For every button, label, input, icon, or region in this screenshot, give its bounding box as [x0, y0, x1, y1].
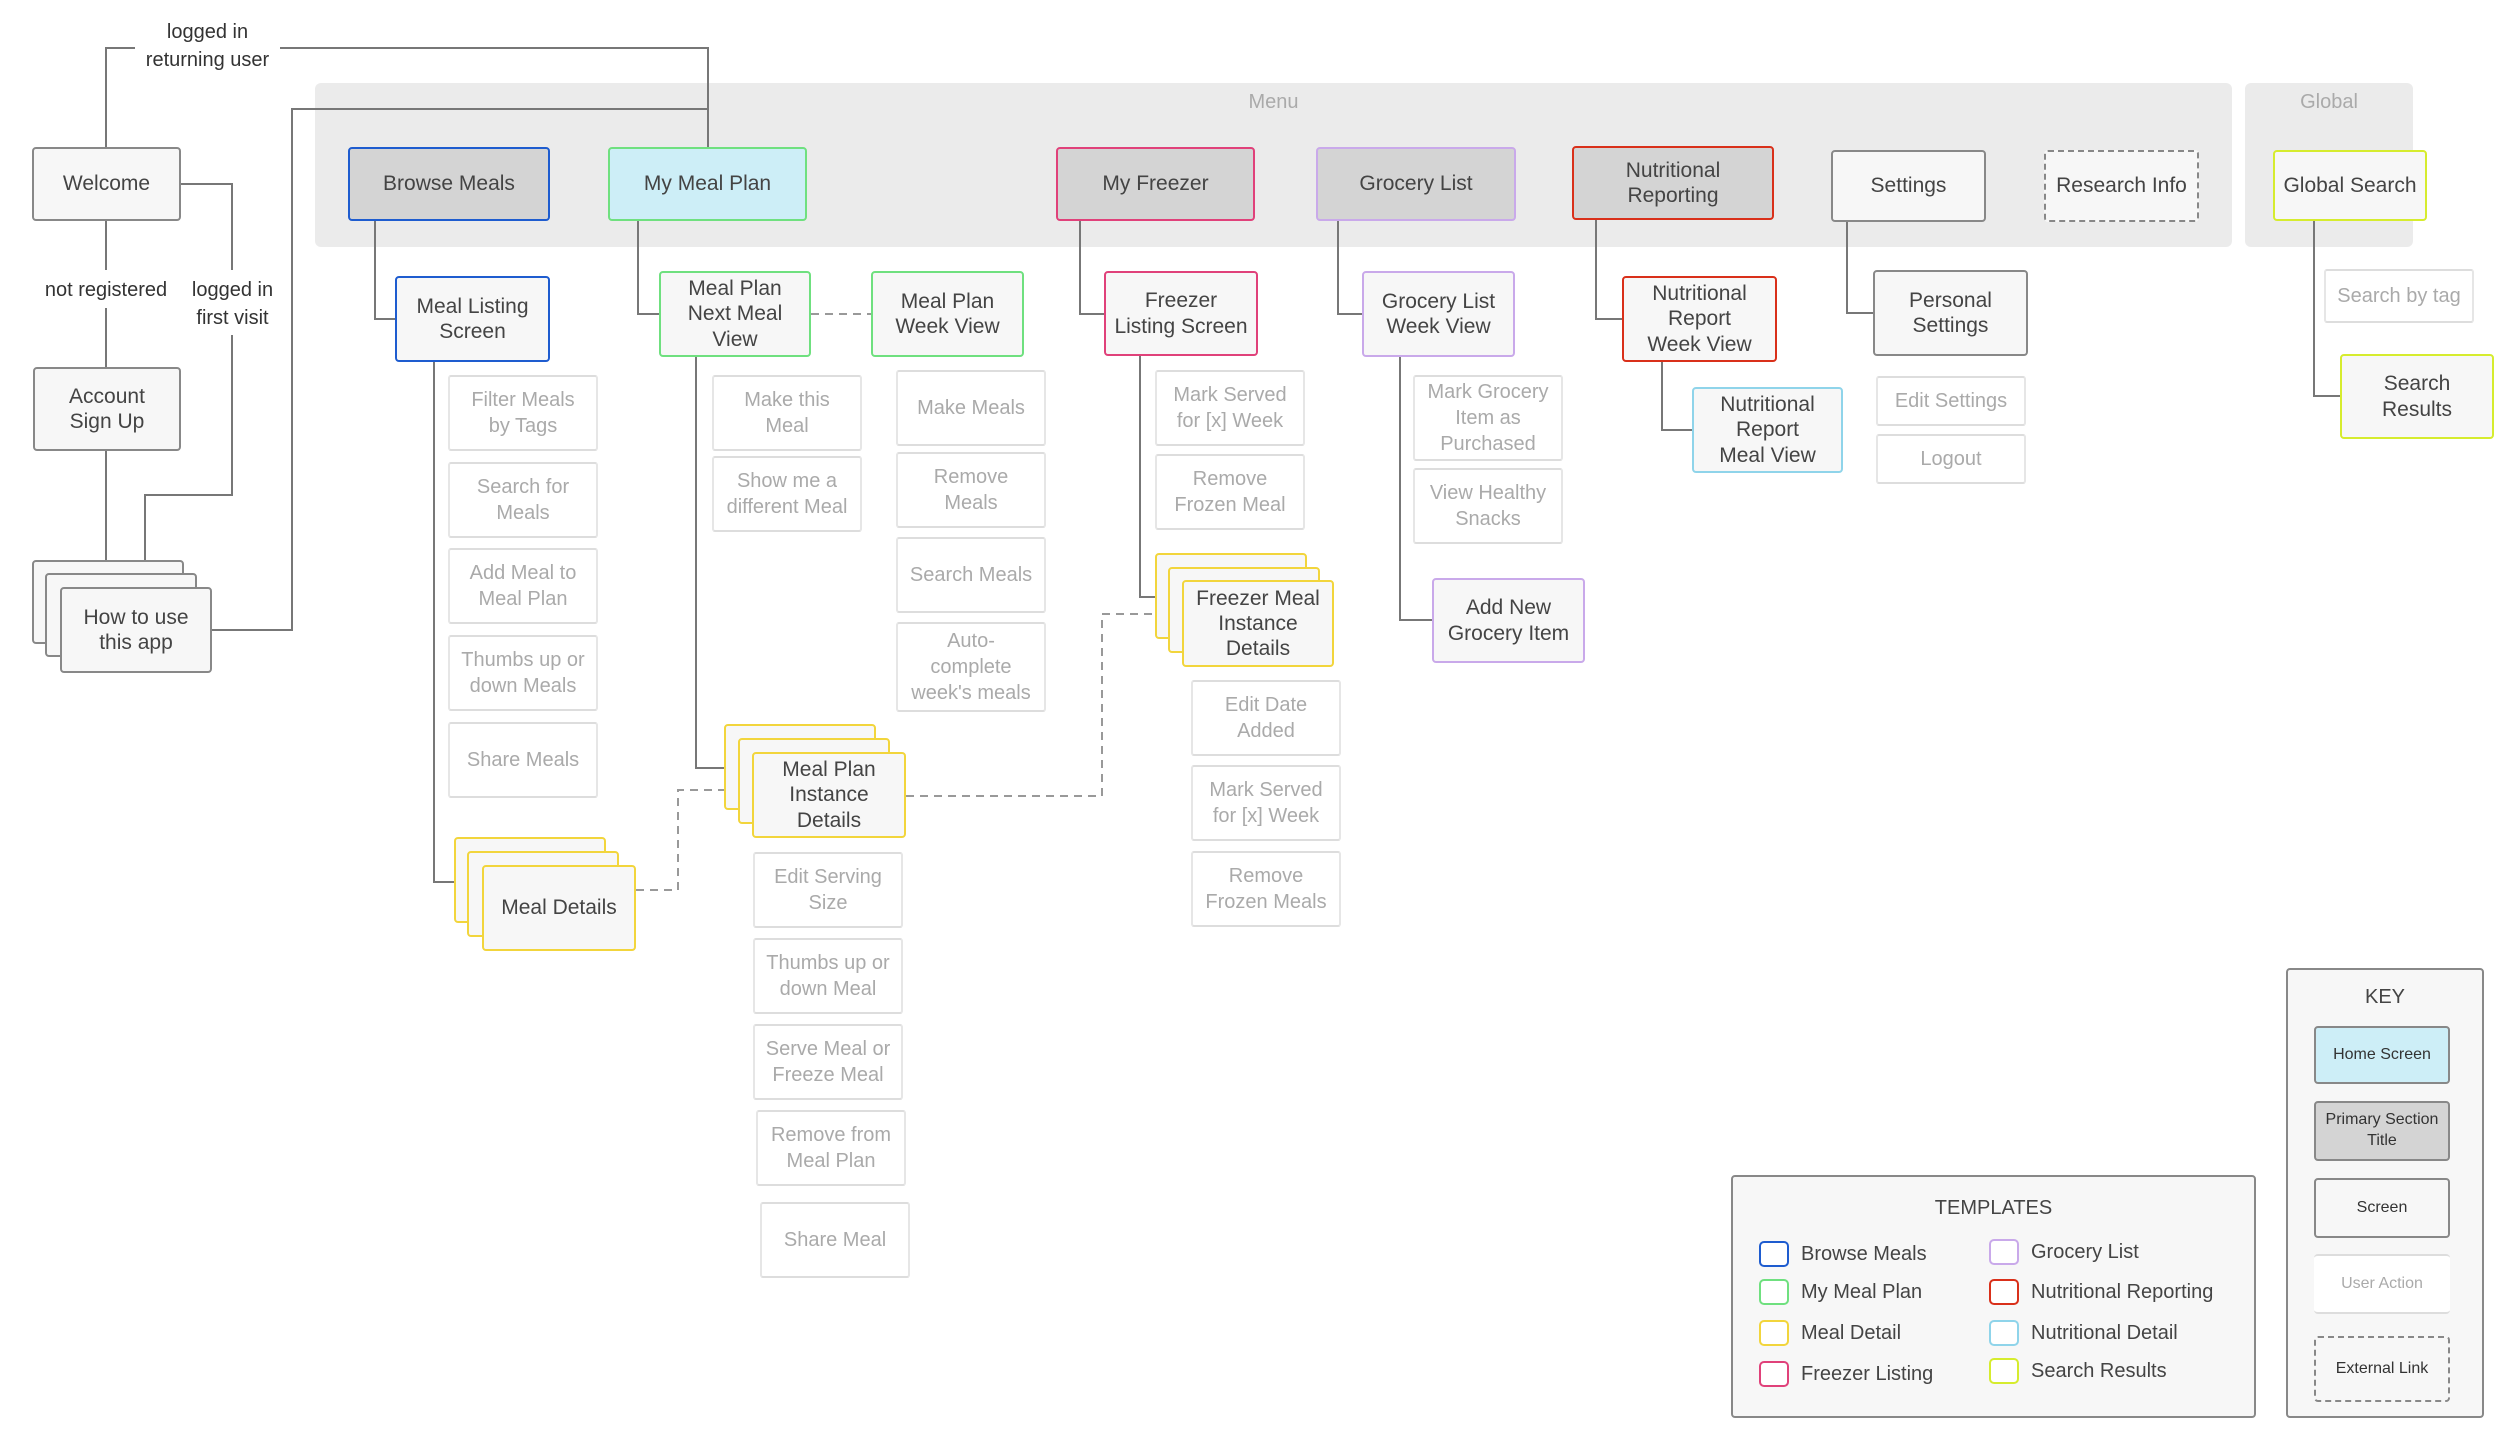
template-freezer-listing: Freezer Listing [1759, 1361, 1933, 1387]
action-auto-complete-weeks-meals[interactable]: Auto- complete week's meals [896, 622, 1046, 712]
templates-legend: TEMPLATES Browse Meals My Meal Plan Meal… [1731, 1175, 2256, 1418]
personal-settings-screen[interactable]: Personal Settings [1873, 270, 2028, 356]
action-share-meal[interactable]: Share Meal [760, 1202, 910, 1278]
nutritional-detail-swatch [1989, 1320, 2019, 1346]
action-mark-served-x-week[interactable]: Mark Served for [x] Week [1155, 370, 1305, 446]
action-serve-or-freeze-meal[interactable]: Serve Meal or Freeze Meal [753, 1024, 903, 1100]
connector-nutritional-mealview [1661, 362, 1692, 431]
template-label: Meal Detail [1801, 1321, 1902, 1344]
grocery-list-section[interactable]: Grocery List [1316, 147, 1516, 221]
account-signup-screen[interactable]: Account Sign Up [33, 367, 181, 451]
meal-listing-screen[interactable]: Meal Listing Screen [395, 276, 550, 362]
action-thumbs-up-down-meal[interactable]: Thumbs up or down Meal [753, 938, 903, 1014]
freezer-listing-swatch [1759, 1361, 1789, 1387]
templates-title: TEMPLATES [1934, 1197, 2053, 1219]
action-remove-meals[interactable]: Remove Meals [896, 452, 1046, 528]
browse-meals-section[interactable]: Browse Meals [348, 147, 550, 221]
nutritional-reporting-swatch [1989, 1279, 2019, 1305]
meal-plan-next-meal-view[interactable]: Meal Plan Next Meal View [659, 271, 811, 357]
search-results-swatch [1989, 1358, 2019, 1384]
label-logged-in-first: logged in first visit [180, 276, 285, 332]
template-label: Grocery List [2031, 1240, 2139, 1263]
connector-welcome-returning [105, 47, 135, 147]
grocery-list-swatch [1989, 1239, 2019, 1265]
action-remove-frozen-meals[interactable]: Remove Frozen Meals [1191, 851, 1341, 927]
connector-howto-mealplan [212, 108, 315, 631]
meal-detail-swatch [1759, 1320, 1789, 1346]
action-filter-meals-by-tags[interactable]: Filter Meals by Tags [448, 375, 598, 451]
action-make-this-meal[interactable]: Make this Meal [712, 375, 862, 451]
key-legend: KEY Home Screen Primary Section Title Sc… [2286, 968, 2484, 1418]
action-search-by-tag[interactable]: Search by tag [2324, 269, 2474, 323]
key-primary-section-title: Primary Section Title [2314, 1101, 2450, 1161]
my-freezer-section[interactable]: My Freezer [1056, 147, 1255, 221]
action-thumbs-up-down-meals[interactable]: Thumbs up or down Meals [448, 635, 598, 711]
meal-details-screen[interactable]: Meal Details [482, 865, 636, 951]
how-to-use-screen[interactable]: How to use this app [60, 587, 212, 673]
key-home-screen: Home Screen [2314, 1026, 2450, 1084]
connector-freezerlisting-instance [1139, 356, 1155, 598]
label-logged-in-returning: logged in returning user [135, 18, 280, 74]
add-new-grocery-item-screen[interactable]: Add New Grocery Item [1432, 578, 1585, 663]
action-share-meals[interactable]: Share Meals [448, 722, 598, 798]
action-make-meals[interactable]: Make Meals [896, 370, 1046, 446]
freezer-listing-screen[interactable]: Freezer Listing Screen [1104, 271, 1258, 356]
template-browse-meals: Browse Meals [1759, 1241, 1927, 1267]
action-search-for-meals[interactable]: Search for Meals [448, 462, 598, 538]
action-edit-date-added[interactable]: Edit Date Added [1191, 680, 1341, 756]
global-search-screen[interactable]: Global Search [2273, 150, 2427, 221]
search-results-screen[interactable]: Search Results [2340, 354, 2494, 439]
action-edit-serving-size[interactable]: Edit Serving Size [753, 852, 903, 928]
action-remove-frozen-meal[interactable]: Remove Frozen Meal [1155, 454, 1305, 530]
my-meal-plan-section[interactable]: My Meal Plan [608, 147, 807, 221]
template-label: Nutritional Detail [2031, 1321, 2178, 1344]
key-screen: Screen [2314, 1178, 2450, 1238]
welcome-screen[interactable]: Welcome [32, 147, 181, 221]
action-search-meals[interactable]: Search Meals [896, 537, 1046, 613]
nutritional-reporting-section[interactable]: Nutritional Reporting [1572, 146, 1774, 220]
grocery-list-week-view[interactable]: Grocery List Week View [1362, 271, 1515, 357]
action-show-me-different-meal[interactable]: Show me a different Meal [712, 456, 862, 532]
nutritional-report-meal-view[interactable]: Nutritional Report Meal View [1692, 387, 1843, 473]
my-meal-plan-swatch [1759, 1279, 1789, 1305]
research-info-link[interactable]: Research Info [2044, 150, 2199, 222]
action-logout[interactable]: Logout [1876, 434, 2026, 484]
settings-section[interactable]: Settings [1831, 150, 1986, 222]
menu-band-title: Menu [1248, 91, 1299, 113]
key-title: KEY [2364, 986, 2406, 1008]
action-remove-from-meal-plan[interactable]: Remove from Meal Plan [756, 1110, 906, 1186]
template-label: Search Results [2031, 1359, 2167, 1382]
template-search-results: Search Results [1989, 1358, 2167, 1384]
template-label: Browse Meals [1801, 1242, 1927, 1265]
action-view-healthy-snacks[interactable]: View Healthy Snacks [1413, 468, 1563, 544]
template-label: My Meal Plan [1801, 1280, 1923, 1303]
template-label: Freezer Listing [1801, 1362, 1934, 1385]
dashed-details-instance [636, 789, 724, 891]
template-my-meal-plan: My Meal Plan [1759, 1279, 1922, 1305]
nutritional-report-week-view[interactable]: Nutritional Report Week View [1622, 276, 1777, 362]
template-label: Nutritional Reporting [2031, 1280, 2214, 1303]
key-external-link: External Link [2314, 1336, 2450, 1402]
freezer-meal-instance-details-screen[interactable]: Freezer Meal Instance Details [1182, 580, 1334, 667]
action-edit-settings[interactable]: Edit Settings [1876, 376, 2026, 426]
key-user-action: User Action [2314, 1254, 2450, 1314]
template-meal-detail: Meal Detail [1759, 1320, 1901, 1346]
meal-plan-week-view[interactable]: Meal Plan Week View [871, 271, 1024, 357]
global-band-title: Global [2300, 91, 2358, 113]
template-grocery-list: Grocery List [1989, 1239, 2139, 1265]
label-not-registered: not registered [36, 276, 176, 304]
template-nutritional-reporting: Nutritional Reporting [1989, 1279, 2213, 1305]
meal-plan-instance-details-screen[interactable]: Meal Plan Instance Details [752, 752, 906, 838]
action-mark-served-x-week-2[interactable]: Mark Served for [x] Week [1191, 765, 1341, 841]
action-add-meal-to-meal-plan[interactable]: Add Meal to Meal Plan [448, 548, 598, 624]
action-mark-grocery-purchased[interactable]: Mark Grocery Item as Purchased [1413, 375, 1563, 461]
connector-welcome-firstvisit [181, 183, 233, 270]
template-nutritional-detail: Nutritional Detail [1989, 1320, 2178, 1346]
browse-meals-swatch [1759, 1241, 1789, 1267]
